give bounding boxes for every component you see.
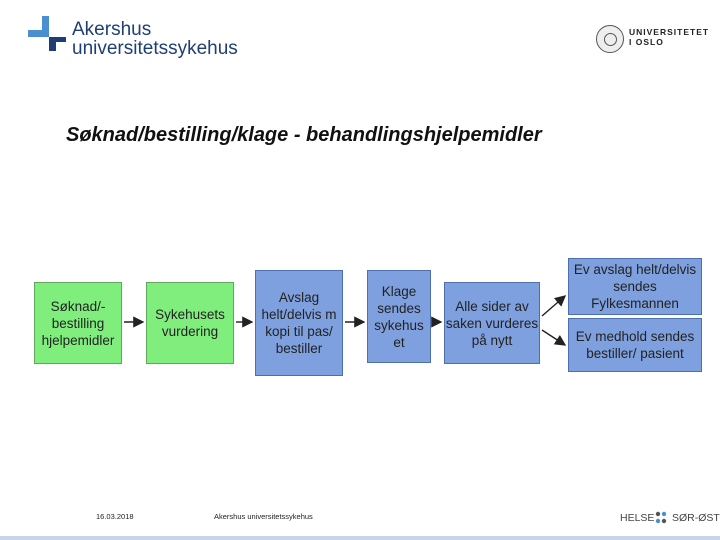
flow-step-rejection: Avslag helt/delvis m kopi til pas/ besti…	[255, 270, 343, 376]
flow-step-rejection-county: Ev avslag helt/delvis sendes Fylkesmanne…	[568, 258, 702, 315]
flow-step-application: Søknad/-bestilling hjelpemidler	[34, 282, 122, 364]
footer-org: Akershus universitetssykehus	[214, 512, 313, 521]
uio-line2: I OSLO	[629, 37, 664, 47]
flow-step-approval: Ev medhold sendes bestiller/ pasient	[568, 318, 702, 372]
flow-step-assessment-label: Sykehusets vurdering	[155, 307, 225, 339]
arrow-5b	[541, 329, 567, 346]
arrow-5a	[541, 295, 567, 317]
logo-line2: universitetssykehus	[72, 38, 238, 59]
flow-step-application-label: Søknad/-bestilling hjelpemidler	[41, 298, 115, 348]
flow-step-complaint: Klage sendes sykehus et	[367, 270, 431, 363]
helse-left-text: HELSE	[620, 512, 655, 524]
ahus-logo-icon	[28, 16, 66, 51]
flow-step-rejection-county-label: Ev avslag helt/delvis sendes Fylkesmanne…	[573, 262, 697, 311]
logo-line1: Akershus	[72, 19, 152, 40]
footer-date: 16.03.2018	[96, 512, 134, 521]
uio-logo: UNIVERSITETET I OSLO	[596, 25, 708, 57]
helse-dots-icon	[655, 511, 667, 524]
flow-step-assessment: Sykehusets vurdering	[146, 282, 234, 364]
uio-line1: UNIVERSITETET	[629, 27, 710, 37]
helse-sorost-logo: HELSE SØR-ØST	[620, 508, 720, 528]
helse-right-text: SØR-ØST	[672, 512, 720, 524]
ahus-logo-text: Akershus universitetssykehus	[72, 20, 238, 58]
slide-title: Søknad/bestilling/klage - behandlingshje…	[66, 124, 542, 146]
flow-step-reassessment-label: Alle sider av saken vurderes på nytt	[445, 298, 539, 348]
flow-step-reassessment: Alle sider av saken vurderes på nytt	[444, 282, 540, 364]
flow-step-approval-label: Ev medhold sendes bestiller/ pasient	[575, 329, 695, 361]
footer-bar	[0, 536, 720, 540]
uio-seal-icon	[596, 25, 624, 53]
flow-step-complaint-label: Klage sendes sykehus et	[374, 283, 424, 350]
flow-step-rejection-label: Avslag helt/delvis m kopi til pas/ besti…	[261, 290, 337, 356]
